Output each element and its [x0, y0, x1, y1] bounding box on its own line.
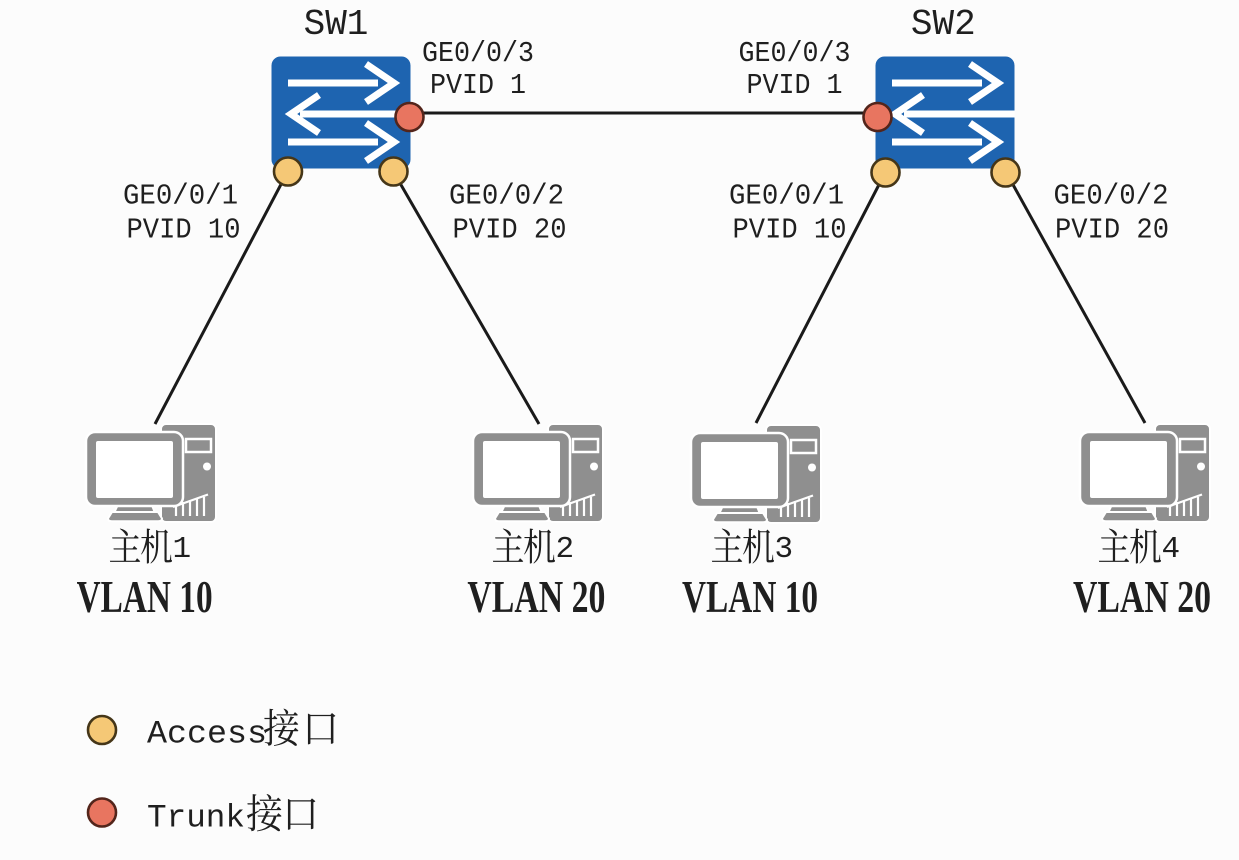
svg-text:VLAN 20: VLAN 20 — [467, 571, 605, 622]
svg-text:GE0/0/3: GE0/0/3 — [422, 37, 534, 70]
svg-text:3: 3 — [775, 532, 794, 567]
svg-text:PVID 10: PVID 10 — [127, 214, 241, 247]
svg-text:PVID 1: PVID 1 — [430, 69, 526, 102]
svg-text:PVID 20: PVID 20 — [453, 214, 567, 247]
svg-text:GE0/0/3: GE0/0/3 — [739, 37, 851, 70]
svg-text:2: 2 — [556, 532, 575, 567]
svg-text:1: 1 — [173, 532, 192, 567]
svg-text:GE0/0/1: GE0/0/1 — [123, 180, 238, 213]
svg-text:Access: Access — [147, 716, 267, 753]
svg-text:PVID 1: PVID 1 — [747, 69, 843, 102]
svg-text:VLAN 10: VLAN 10 — [77, 571, 213, 622]
svg-text:VLAN 10: VLAN 10 — [682, 571, 818, 622]
svg-text:GE0/0/2: GE0/0/2 — [1054, 180, 1169, 213]
svg-text:PVID 10: PVID 10 — [733, 214, 847, 247]
svg-text:Trunk: Trunk — [147, 800, 245, 837]
svg-text:SW2: SW2 — [911, 4, 976, 45]
svg-text:PVID 20: PVID 20 — [1055, 214, 1169, 247]
svg-text:VLAN 20: VLAN 20 — [1073, 571, 1211, 622]
svg-text:SW1: SW1 — [304, 4, 369, 45]
svg-text:GE0/0/1: GE0/0/1 — [729, 180, 844, 213]
svg-text:GE0/0/2: GE0/0/2 — [449, 180, 564, 213]
svg-text:4: 4 — [1162, 532, 1181, 567]
